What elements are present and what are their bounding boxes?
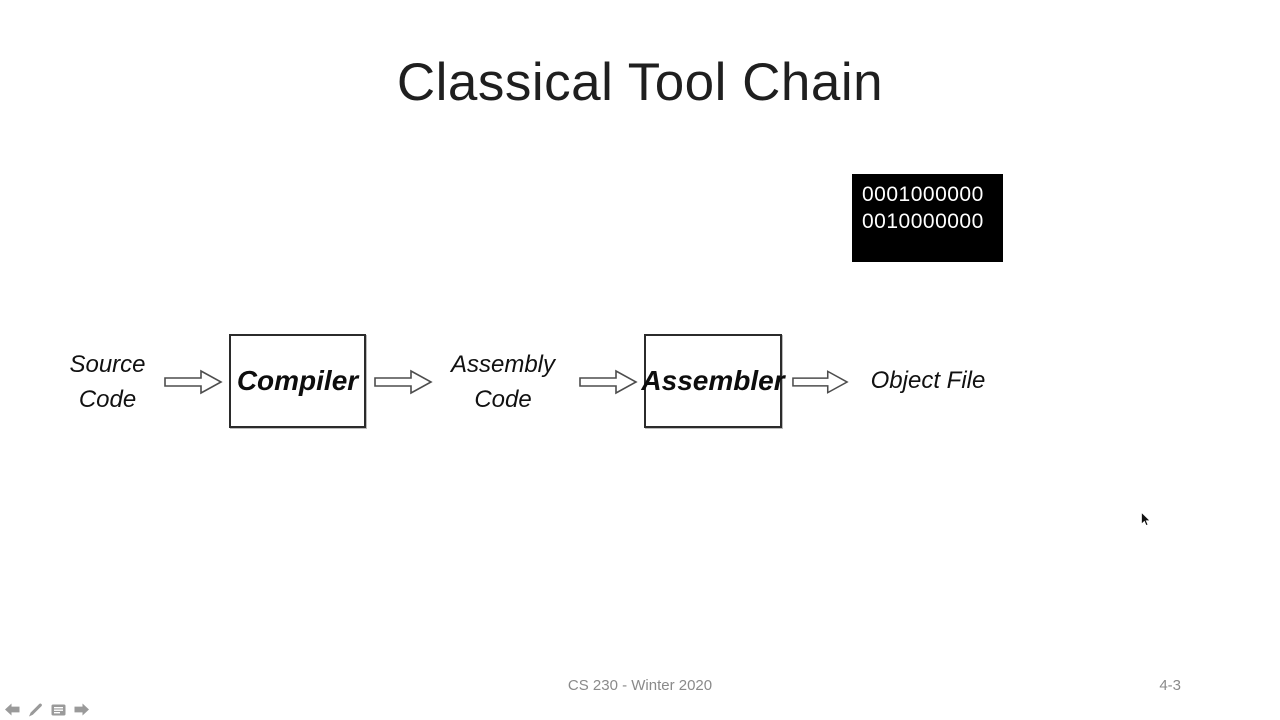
next-slide-button[interactable] bbox=[73, 702, 90, 717]
presenter-controls bbox=[4, 702, 90, 717]
footer-course-text: CS 230 - Winter 2020 bbox=[567, 677, 713, 694]
arrow-left-icon bbox=[5, 703, 20, 716]
pen-tools-button[interactable] bbox=[27, 702, 44, 717]
all-slides-menu-button[interactable] bbox=[50, 702, 67, 717]
arrow-right-icon bbox=[374, 369, 433, 395]
arrow-right-icon bbox=[579, 369, 638, 395]
arrow-right-icon bbox=[164, 369, 223, 395]
source-code-label: Source Code bbox=[69, 351, 146, 413]
previous-slide-button[interactable] bbox=[4, 702, 21, 717]
slide-page-number: 4-3 bbox=[1159, 677, 1181, 694]
machine-code-box: 0001000000 0010000000 bbox=[852, 174, 1003, 262]
assembler-box: Assembler bbox=[641, 334, 785, 428]
arrow-right-icon bbox=[792, 370, 849, 394]
assembly-code-label: Assembly Code bbox=[450, 351, 556, 413]
arrow-right-icon bbox=[74, 703, 89, 716]
compiler-box: Compiler bbox=[229, 334, 366, 428]
mouse-cursor-icon bbox=[1141, 512, 1151, 526]
slides-menu-icon bbox=[51, 704, 66, 715]
pen-icon bbox=[28, 703, 42, 716]
object-file-label: Object File bbox=[870, 367, 986, 394]
slide-title: Classical Tool Chain bbox=[396, 53, 884, 112]
